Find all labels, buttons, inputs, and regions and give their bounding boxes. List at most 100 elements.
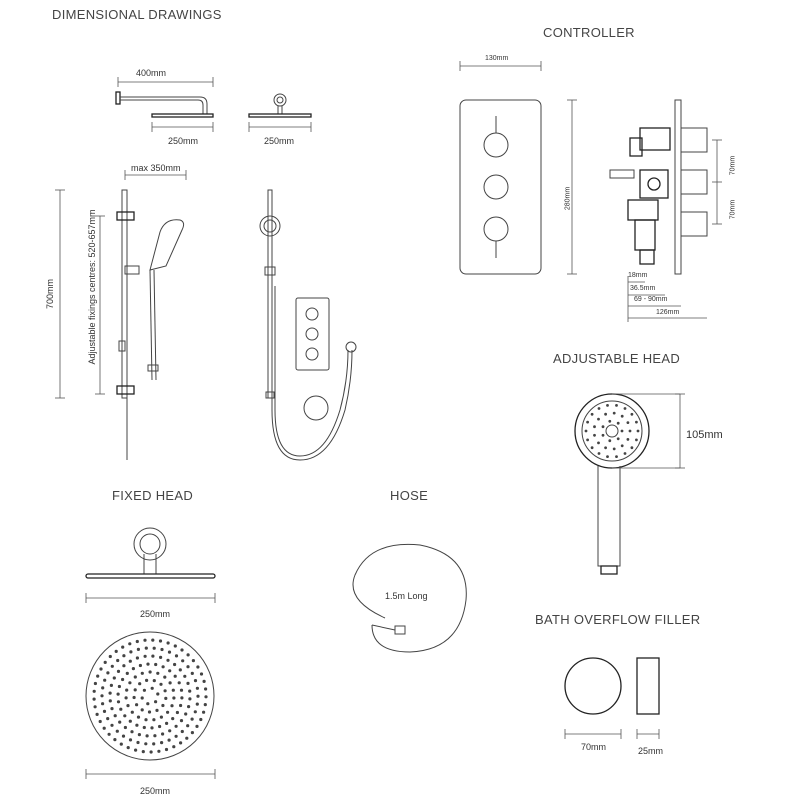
spray-nozzle [164,747,169,752]
adjustable-head-title: ADJUSTABLE HEAD [553,351,681,366]
spray-nozzle [146,662,150,666]
spray-nozzle [121,645,125,649]
spray-nozzle [110,723,114,727]
spray-nozzle [147,710,152,714]
spray-nozzle [180,648,184,652]
spray-nozzle [148,670,152,674]
spray-nozzle [593,425,596,429]
spray-nozzle [173,662,177,667]
spray-nozzle [106,671,110,675]
adjustable-head-dia-label: 105mm [686,429,723,441]
spray-nozzle [199,672,204,676]
spray-nozzle [93,681,97,686]
spray-nozzle [123,714,127,718]
spray-nozzle [186,665,190,669]
spray-nozzle [165,721,169,726]
rail-front-view [259,189,357,461]
spray-nozzle [108,699,112,703]
spray-nozzle [141,750,145,754]
controller-depth-label-3: 69 - 90mm [634,296,668,303]
spray-nozzle [188,689,192,693]
spray-nozzle [119,742,123,746]
spray-nozzle [620,429,624,433]
spray-nozzle [159,682,163,686]
spray-nozzle [601,433,605,437]
spray-nozzle [623,452,627,455]
spray-nozzle [151,654,155,658]
spray-nozzle [152,646,156,650]
rail-max-label: max 350mm [131,163,181,173]
controller-side [609,99,722,322]
spray-nozzle [143,638,147,642]
fixed-head-side [85,527,216,603]
spray-nozzle [156,692,160,696]
spray-nozzle [103,678,107,682]
spray-nozzle [142,725,146,730]
spray-nozzle [122,654,126,658]
spray-nozzle [93,705,97,709]
spray-nozzle [184,712,188,716]
bath-filler-title: BATH OVERFLOW FILLER [535,612,701,627]
spray-nozzle [113,738,117,742]
spray-nozzle [628,429,632,433]
spray-nozzle [199,717,203,722]
spray-nozzle [135,703,139,707]
spray-nozzle [191,659,195,663]
controller-width-label: 130mm [485,55,509,62]
spray-nozzle [616,437,620,441]
spray-nozzle [103,660,107,665]
spray-nozzle [608,439,612,443]
spray-nozzle [620,414,624,418]
spray-nozzle [151,638,155,642]
controller-depth-label-1: 18mm [628,272,648,279]
spray-nozzle [99,667,103,671]
spray-nozzle [620,444,624,448]
spray-nozzle [586,438,589,442]
spray-nozzle [180,696,184,700]
spray-nozzle [137,733,141,737]
spray-nozzle [186,653,190,657]
spray-nozzle [615,404,618,407]
spray-nozzle [102,709,107,714]
spray-nozzle [138,682,142,686]
spray-nozzle [136,647,140,652]
filler-depth-label: 25mm [638,746,664,756]
spray-nozzle [597,452,601,455]
spray-nozzle [195,702,199,706]
controller-title: CONTROLLER [543,25,635,40]
spray-nozzle [186,724,190,728]
arm-length-label: 400mm [136,68,167,78]
spray-nozzle [145,678,149,683]
spray-nozzle [630,446,634,450]
spray-nozzle [172,745,176,749]
spray-nozzle [178,668,182,672]
spray-nozzle [167,650,172,654]
spray-nozzle [132,695,136,700]
spray-nozzle [190,717,194,721]
spray-nozzle [155,708,159,713]
head-width-front-label: 250mm [264,136,295,146]
spray-nozzle [116,658,120,663]
bath-filler [564,657,660,739]
spray-nozzle [150,686,154,690]
spray-nozzle [92,697,96,701]
spray-nozzle [167,738,171,742]
spray-nozzle [584,429,588,433]
spray-nozzle [635,438,638,442]
spray-nozzle [185,736,189,740]
spray-nozzle [124,696,128,700]
spray-nozzle [196,665,200,669]
spray-nozzle [144,718,148,722]
spray-nozzle [152,742,156,746]
spray-nozzle [112,676,116,680]
spray-nozzle [173,674,177,678]
spray-nozzle [144,646,148,650]
fixed-head-width-label: 250mm [140,609,171,619]
spray-nozzle [131,667,135,671]
spray-nozzle [626,421,630,424]
rail-side-view [55,170,187,460]
spray-nozzle [144,742,148,746]
spray-nozzle [179,719,184,723]
spray-nozzle [159,715,163,719]
spray-nozzle [128,738,133,742]
